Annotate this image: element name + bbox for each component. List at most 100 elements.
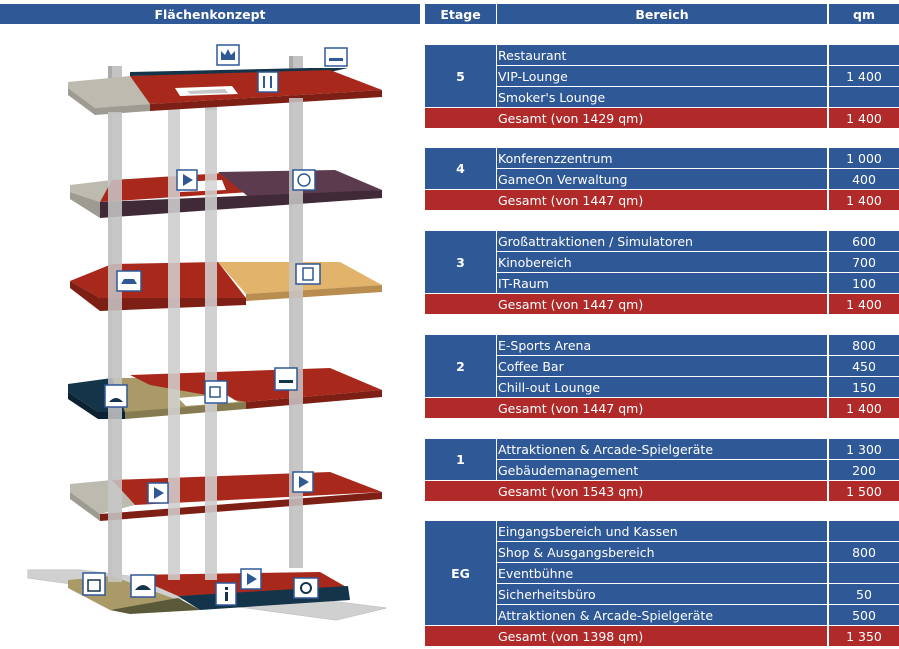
total-row: Gesamt (von 1543 qm)1 500: [425, 481, 899, 501]
qm-cell: 450: [829, 356, 899, 376]
total-fill: [425, 294, 497, 314]
total-fill: [425, 398, 497, 418]
floor2-coffee-marker: [204, 380, 228, 404]
header-qm-label: qm: [853, 6, 875, 22]
qm-cell: 50: [829, 584, 899, 604]
qm-cell: 1 300: [829, 439, 899, 459]
area-cell: Gebäudemanagement: [497, 460, 827, 480]
qm-cell: 600: [829, 231, 899, 251]
header-bereich-label: Bereich: [635, 6, 689, 22]
area-cell: Eingangsbereich und Kassen: [497, 521, 827, 541]
floor2-red-edge: [246, 390, 382, 409]
area-cell: Shop & Ausgangsbereich: [497, 542, 827, 562]
area-cell: IT-Raum: [497, 273, 827, 293]
total-fill: [425, 108, 497, 128]
floor4-network-marker: [292, 169, 316, 191]
qm-cell: [829, 521, 899, 541]
total-qm: 1 400: [829, 108, 899, 128]
table-row: Eingangsbereich und Kassen: [425, 521, 899, 541]
floor4-grey-edge: [70, 192, 100, 218]
area-cell: Konferenzzentrum: [497, 148, 827, 168]
island-icon: [104, 384, 128, 408]
column-front-left: [108, 112, 122, 582]
qm-cell: 800: [829, 542, 899, 562]
qm-cell: 200: [829, 460, 899, 480]
floor-5: [68, 68, 382, 115]
table-row: Restaurant: [425, 45, 899, 65]
film-icon: [295, 263, 321, 285]
total-label: Gesamt (von 1447 qm): [497, 398, 827, 418]
area-cell: Eventbühne: [497, 563, 827, 583]
total-row: Gesamt (von 1398 qm)1 350: [425, 626, 899, 646]
total-qm: 1 350: [829, 626, 899, 646]
header-bereich: Bereich: [497, 4, 827, 24]
floor2-desk-marker: [274, 367, 298, 391]
floor5-grey-edge: [68, 88, 150, 115]
floor5-red-edge: [150, 90, 382, 111]
header-etage: Etage: [425, 4, 496, 24]
qm-cell: 1 000: [829, 148, 899, 168]
qm-cell: 1 400: [829, 66, 899, 86]
floor5-smoking-marker: [324, 47, 348, 67]
total-fill: [425, 190, 497, 210]
total-qm: 1 500: [829, 481, 899, 501]
floor3-car-marker: [116, 270, 142, 292]
network-icon: [292, 169, 316, 191]
qm-cell: [829, 87, 899, 107]
floor2-red: [130, 368, 382, 402]
eg-play-marker: [240, 568, 262, 590]
cutlery-icon: [257, 71, 279, 93]
column-front-right: [289, 98, 303, 568]
area-cell: Restaurant: [497, 45, 827, 65]
table-row: Eventbühne: [425, 563, 899, 583]
floor5-navy-back: [130, 68, 348, 76]
total-fill: [425, 626, 497, 646]
desk-icon: [274, 367, 298, 391]
total-qm: 1 400: [829, 190, 899, 210]
total-qm: 1 400: [829, 294, 899, 314]
area-cell: VIP-Lounge: [497, 66, 827, 86]
total-row: Gesamt (von 1447 qm)1 400: [425, 190, 899, 210]
etage-cell: 1: [425, 439, 496, 480]
eg-shopping-marker: [82, 572, 106, 596]
building-diagram: [27, 44, 387, 621]
etage-cell: 3: [425, 231, 496, 293]
floor5-hole-inner: [187, 89, 228, 94]
eg-stage-marker: [130, 574, 156, 598]
floor3-sand-edge: [246, 285, 382, 301]
floor5-crown-marker: [216, 44, 240, 66]
column-front-mid: [168, 110, 180, 580]
total-label: Gesamt (von 1543 qm): [497, 481, 827, 501]
eg-info-marker: [215, 582, 237, 606]
qm-cell: [829, 563, 899, 583]
total-fill: [425, 481, 497, 501]
floor2-island-marker: [104, 384, 128, 408]
total-row: Gesamt (von 1429 qm)1 400: [425, 108, 899, 128]
qm-cell: 150: [829, 377, 899, 397]
floor4-grey: [70, 180, 112, 202]
etage-cell: 2: [425, 335, 496, 397]
floor5-cutlery-marker: [257, 71, 279, 93]
area-cell: Attraktionen & Arcade-Spielgeräte: [497, 439, 827, 459]
area-cell: Chill-out Lounge: [497, 377, 827, 397]
floor1-grey-edge: [70, 492, 100, 521]
floor3-film-marker: [295, 263, 321, 285]
total-label: Gesamt (von 1447 qm): [497, 294, 827, 314]
total-row: Gesamt (von 1447 qm)1 400: [425, 398, 899, 418]
etage-cell: 4: [425, 148, 496, 189]
qm-cell: 100: [829, 273, 899, 293]
eg-olive: [110, 598, 200, 614]
qm-cell: 500: [829, 605, 899, 625]
area-cell: Coffee Bar: [497, 356, 827, 376]
coffee-icon: [204, 380, 228, 404]
